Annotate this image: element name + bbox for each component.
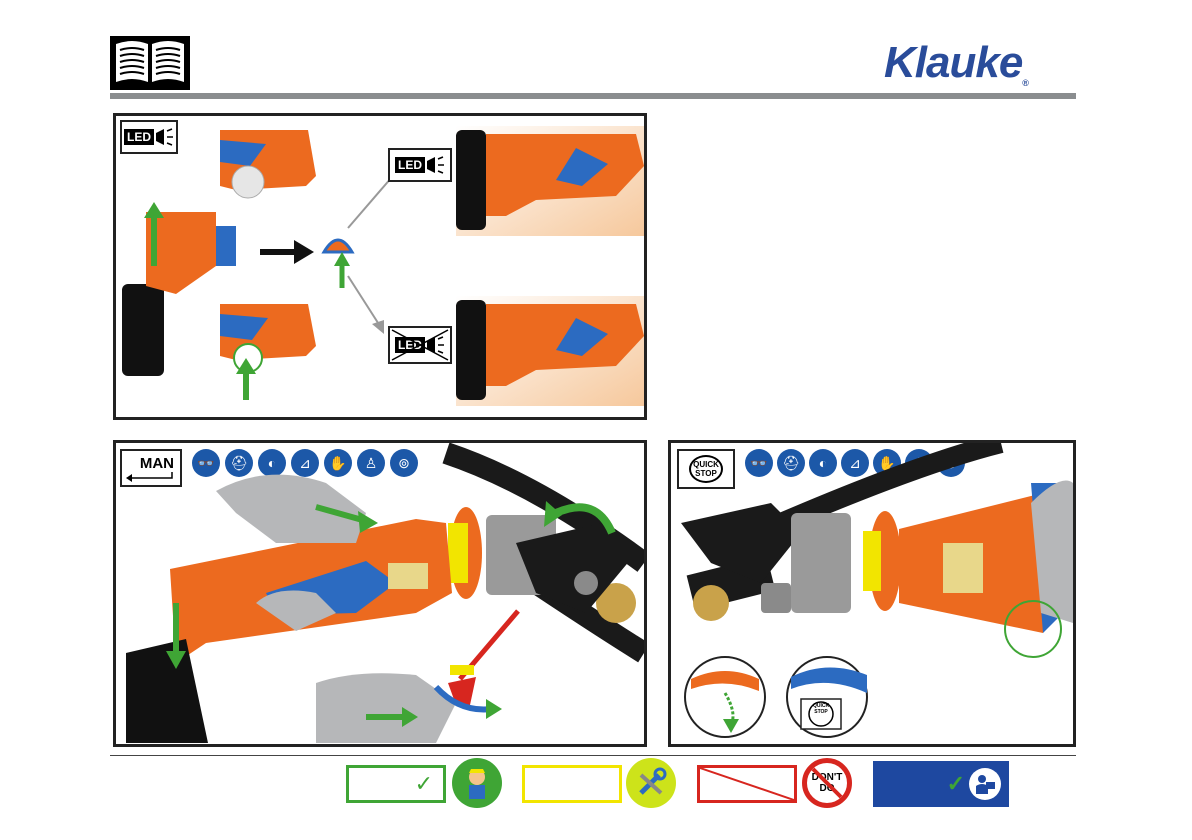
logo-registered-mark: ® xyxy=(1022,78,1028,88)
info-check-icon: ✓ xyxy=(947,771,965,797)
diagonal-slash-icon xyxy=(700,768,794,800)
led-panel: LED xyxy=(113,113,647,420)
led-illustration xyxy=(116,116,644,417)
led-on-label: LED xyxy=(395,157,425,173)
cross-out-icon xyxy=(390,328,450,362)
brand-logo: Klauke® xyxy=(884,38,1028,88)
tools-icon xyxy=(626,758,676,808)
legend-forbidden-box xyxy=(697,765,797,803)
manual-release-panel: MAN 👓 ⛑ ◐ ⊿ ✋ ♙ ⊚ xyxy=(113,440,647,747)
inset-word-2: STOP xyxy=(809,709,833,715)
quick-stop-inset-label: QUICK STOP xyxy=(809,703,833,715)
light-on-icon xyxy=(425,155,445,175)
led-on-badge: LED xyxy=(388,148,452,182)
led-off-badge: LED xyxy=(388,326,452,364)
manual-book-icon xyxy=(108,34,192,92)
legend-correct-box: ✓ xyxy=(346,765,446,803)
read-manual-icon xyxy=(969,768,1001,800)
quick-stop-illustration xyxy=(671,443,1073,744)
footer-divider xyxy=(110,755,1076,756)
prohibition-slash-icon xyxy=(807,763,847,803)
manual-release-illustration xyxy=(116,443,644,744)
dont-do-icon: DON'T DO xyxy=(802,758,852,808)
correct-check-icon: ✓ xyxy=(415,771,433,797)
legend-information-box: ✓ xyxy=(873,761,1009,807)
quick-stop-panel: QUICK STOP 👓 ⛑ ◐ ⊿ ✋ ♙ ⊚ QUI xyxy=(668,440,1076,747)
logo-text: Klauke xyxy=(884,38,1022,87)
header-divider xyxy=(110,93,1076,99)
legend-caution-box xyxy=(522,765,622,803)
technician-icon xyxy=(452,758,502,808)
